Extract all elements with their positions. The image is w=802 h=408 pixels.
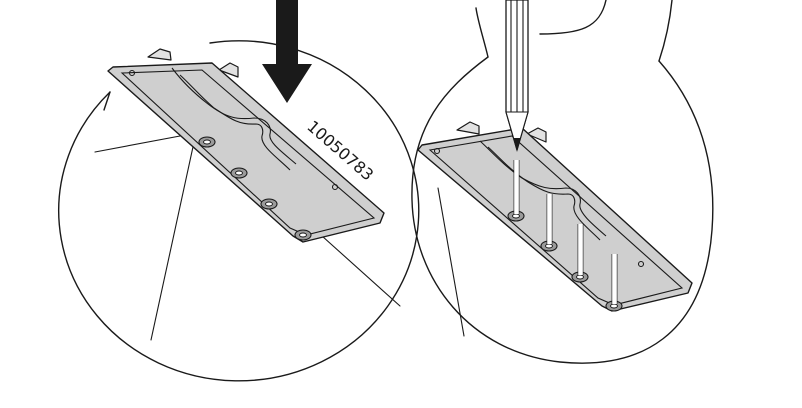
down-arrow-icon	[262, 0, 312, 103]
wall-line	[94, 132, 197, 153]
wall-line	[437, 187, 465, 337]
pencil-icon	[505, 0, 529, 152]
step-panel-right	[411, 0, 714, 364]
screw-hole	[294, 229, 312, 241]
mounting-plate-left	[107, 48, 385, 243]
screw-hole	[507, 210, 525, 222]
screw-hole	[605, 300, 623, 312]
wall-line	[150, 132, 197, 341]
mounting-plate-right	[417, 121, 693, 312]
detail-circle-left	[58, 40, 420, 382]
screw-hole	[260, 198, 278, 210]
wall-line	[321, 235, 401, 307]
step-panel-left: 10050783	[58, 0, 420, 382]
screw-hole	[230, 167, 248, 179]
screw-hole	[540, 240, 558, 252]
screw-hole	[198, 136, 216, 148]
detail-circle-right	[411, 56, 714, 364]
marking-guides	[513, 160, 618, 304]
